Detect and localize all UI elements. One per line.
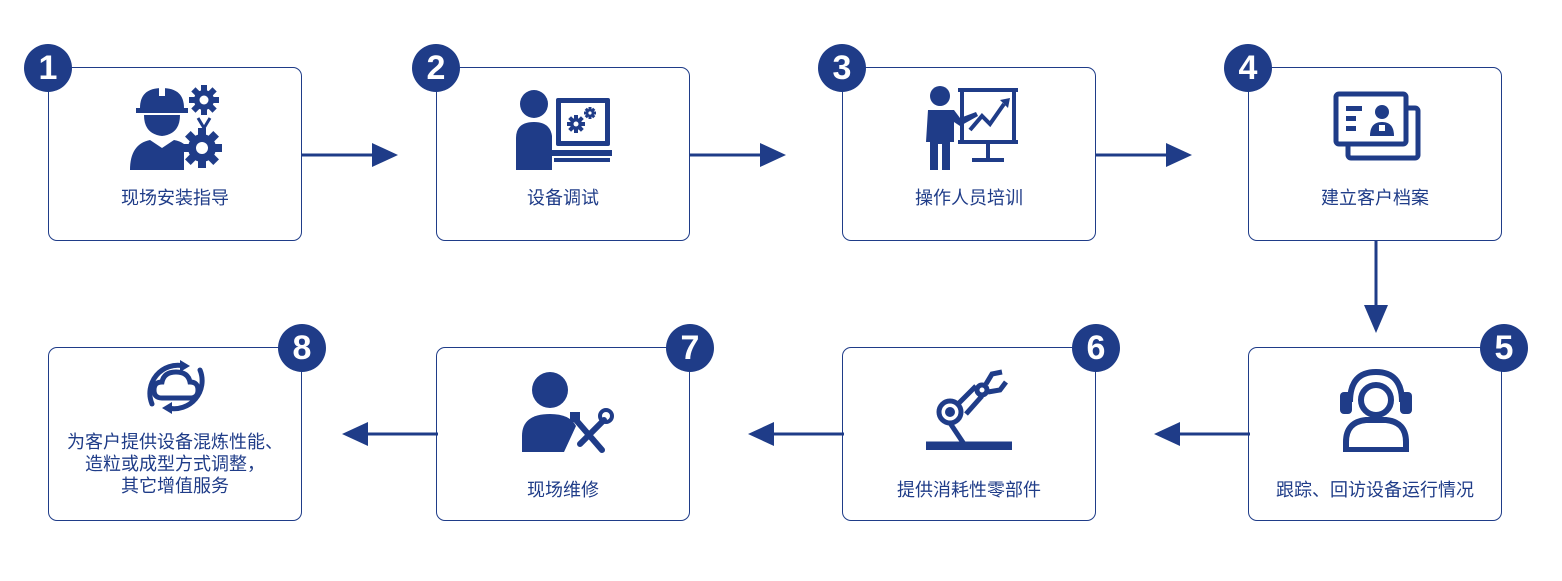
step-1-box: 现场安装指导 <box>48 67 302 241</box>
step-6-label: 提供消耗性零部件 <box>897 480 1041 501</box>
arrow-5-to-6 <box>1154 422 1250 446</box>
step-7-badge: 7 <box>666 324 714 372</box>
cloud-sync-icon <box>126 352 226 422</box>
step-4-badge: 4 <box>1224 44 1272 92</box>
step-2-box: 设备调试 <box>436 67 690 241</box>
presentation-trainer-icon <box>920 82 1020 172</box>
step-4-label: 建立客户档案 <box>1321 188 1429 209</box>
arrow-4-to-5 <box>1364 241 1388 333</box>
headset-support-icon <box>1326 362 1426 452</box>
step-8-badge: 8 <box>278 324 326 372</box>
step-3-box: 操作人员培训 <box>842 67 1096 241</box>
engineer-gears-icon <box>126 82 226 172</box>
step-8-label: 为客户提供设备混炼性能、 造粒或成型方式调整， 其它增值服务 <box>67 432 283 497</box>
step-2-badge: 2 <box>412 44 460 92</box>
step-7-box: 现场维修 <box>436 347 690 521</box>
step-5-badge: 5 <box>1480 324 1528 372</box>
arrow-7-to-8 <box>342 422 438 446</box>
step-4-box: 建立客户档案 <box>1248 67 1502 241</box>
computer-settings-icon <box>514 82 614 172</box>
arrow-2-to-3 <box>690 143 786 167</box>
step-3-badge: 3 <box>818 44 866 92</box>
arrow-6-to-7 <box>748 422 844 446</box>
arrow-3-to-4 <box>1096 143 1192 167</box>
step-5-box: 跟踪、回访设备运行情况 <box>1248 347 1502 521</box>
robot-arm-icon <box>920 362 1020 452</box>
step-3-label: 操作人员培训 <box>915 188 1023 209</box>
step-6-box: 提供消耗性零部件 <box>842 347 1096 521</box>
profile-card-icon <box>1326 82 1426 172</box>
repair-tools-icon <box>514 364 614 454</box>
step-1-badge: 1 <box>24 44 72 92</box>
step-5-label: 跟踪、回访设备运行情况 <box>1276 480 1474 501</box>
step-2-label: 设备调试 <box>527 188 599 209</box>
step-6-badge: 6 <box>1072 324 1120 372</box>
step-8-box: 为客户提供设备混炼性能、 造粒或成型方式调整， 其它增值服务 <box>48 347 302 521</box>
step-1-label: 现场安装指导 <box>121 188 229 209</box>
step-7-label: 现场维修 <box>527 480 599 501</box>
arrow-1-to-2 <box>302 143 398 167</box>
